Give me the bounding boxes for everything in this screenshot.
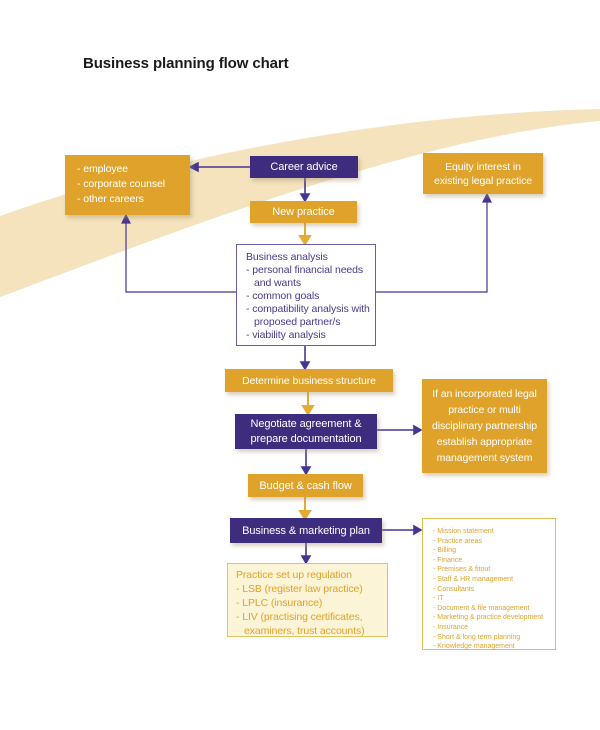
node-equity-interest[interactable]: Equity interest in existing legal practi…	[423, 153, 543, 194]
list-item: Knowledge management	[433, 642, 553, 652]
node-title: Practice set up regulation	[236, 569, 352, 581]
list-item: personal financial needs and wants	[246, 264, 370, 290]
list-item: Marketing & practice development	[433, 613, 553, 623]
node-incorporated-note[interactable]: If an incorporated legal practice or mul…	[422, 379, 547, 473]
node-new-practice[interactable]: New practice	[250, 201, 357, 223]
management-list: Mission statementPractice areasBillingFi…	[433, 527, 553, 652]
node-label: Negotiate agreement & prepare documentat…	[250, 417, 362, 445]
list-item: Practice areas	[433, 537, 553, 547]
node-negotiate-agreement[interactable]: Negotiate agreement & prepare documentat…	[235, 414, 377, 449]
regulation-list: LSB (register law practice)LPLC (insuran…	[236, 582, 383, 638]
list-item: LSB (register law practice)	[236, 582, 383, 596]
node-other-careers[interactable]: employeecorporate counselother careers	[65, 155, 190, 215]
node-marketing-plan[interactable]: Business & marketing plan	[230, 518, 382, 543]
list-item: common goals	[246, 290, 370, 303]
list-item: Staff & HR management	[433, 575, 553, 585]
node-label: Equity interest in existing legal practi…	[433, 160, 533, 187]
node-management-checklist[interactable]: Mission statementPractice areasBillingFi…	[422, 518, 556, 650]
node-label: If an incorporated legal practice or mul…	[432, 388, 537, 464]
list-item: Document & file management	[433, 604, 553, 614]
list-item: Consultants	[433, 585, 553, 595]
list-item: corporate counsel	[77, 177, 186, 192]
node-career-advice[interactable]: Career advice	[250, 156, 358, 178]
page-title: Business planning flow chart	[83, 55, 289, 72]
node-label: Determine business structure	[242, 374, 376, 387]
node-label: Career advice	[270, 161, 338, 173]
node-label: Budget & cash flow	[259, 479, 352, 492]
list-item: Finance	[433, 556, 553, 566]
node-label: Business & marketing plan	[242, 524, 370, 537]
careers-list: employeecorporate counselother careers	[77, 162, 186, 207]
list-item: viability analysis	[246, 329, 370, 342]
list-item: IT	[433, 594, 553, 604]
list-item: LPLC (insurance)	[236, 596, 383, 610]
node-business-analysis[interactable]: Business analysis personal financial nee…	[236, 244, 376, 346]
node-budget-cash-flow[interactable]: Budget & cash flow	[248, 474, 363, 497]
list-item: Insurance	[433, 623, 553, 633]
list-item: Short & long term planning	[433, 633, 553, 643]
node-title: Business analysis	[246, 251, 328, 263]
list-item: other careers	[77, 192, 186, 207]
business-analysis-list: personal financial needs and wantscommon…	[246, 264, 370, 342]
list-item: Mission statement	[433, 527, 553, 537]
list-item: compatibility analysis with proposed par…	[246, 303, 370, 329]
list-item: Premises & fitout	[433, 565, 553, 575]
node-label: New practice	[272, 206, 335, 218]
list-item: Billing	[433, 546, 553, 556]
list-item: employee	[77, 162, 186, 177]
list-item: LIV (practising certificates, examiners,…	[236, 610, 383, 638]
node-practice-regulation[interactable]: Practice set up regulation LSB (register…	[227, 563, 388, 637]
node-determine-structure[interactable]: Determine business structure	[225, 369, 393, 392]
